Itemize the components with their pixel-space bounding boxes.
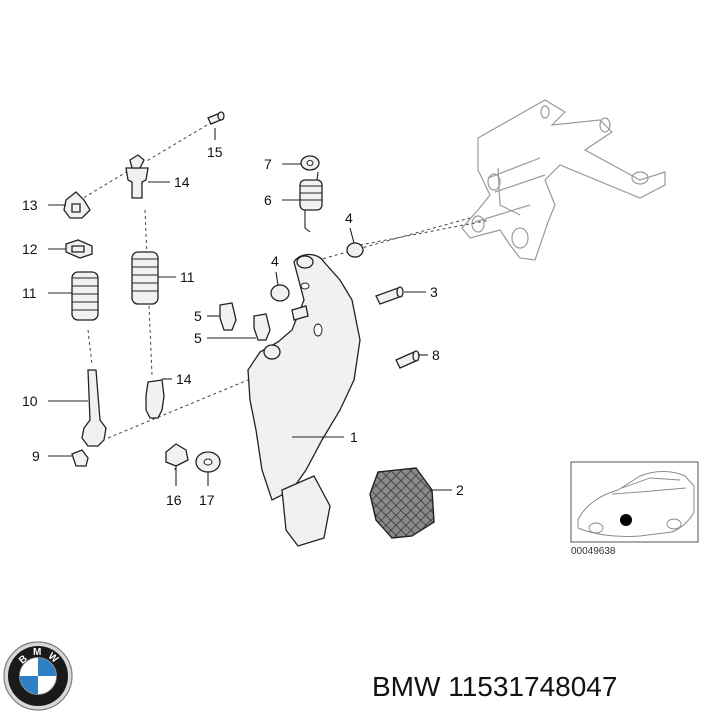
bmw-logo: B M W	[3, 641, 73, 711]
pedal-pad-part-2	[369, 467, 435, 539]
callout-5-upper: 5	[194, 308, 202, 324]
callout-12: 12	[22, 241, 38, 257]
clip-part-14-lower	[145, 379, 165, 419]
pedal-bracket-ghost	[461, 99, 666, 261]
spring-part-11-right	[131, 251, 159, 305]
callout-3: 3	[430, 284, 438, 300]
location-inset: 00049638	[570, 461, 699, 557]
pedal-location-marker	[620, 514, 632, 526]
pin-part-3	[375, 286, 404, 305]
car-outline	[577, 471, 695, 537]
retainer-part-16	[165, 443, 189, 467]
callout-5-lower: 5	[194, 330, 202, 346]
callout-labels: 15 14 13 12 11 11 10 9 7 6 4 4 3 5 5 8 1…	[22, 144, 464, 508]
callout-15: 15	[207, 144, 223, 160]
bushing-part-7	[300, 155, 320, 171]
callout-4-left: 4	[271, 253, 279, 269]
bushing-part-4-right	[346, 242, 364, 258]
clutch-pedal-part-1	[247, 253, 361, 547]
spring-part-11-left	[71, 271, 99, 321]
callout-10: 10	[22, 393, 38, 409]
logo-letter-m: M	[33, 647, 41, 658]
push-rod-part-10	[81, 369, 107, 447]
bushing-part-12	[65, 239, 93, 259]
callout-11-left: 11	[22, 285, 37, 301]
pin-part-8	[395, 350, 420, 369]
callout-14-lower: 14	[176, 371, 192, 387]
clip-part-13	[63, 191, 91, 219]
callout-6: 6	[264, 192, 272, 208]
callout-7: 7	[264, 156, 272, 172]
callout-4-right: 4	[345, 210, 353, 226]
callout-13: 13	[22, 197, 38, 213]
washer-part-17	[195, 451, 221, 473]
part-number: BMW 11531748047	[372, 671, 617, 702]
callout-9: 9	[32, 448, 40, 464]
callout-2: 2	[456, 482, 464, 498]
clip-part-9	[71, 449, 89, 467]
callout-16: 16	[166, 492, 182, 508]
callout-8: 8	[432, 347, 440, 363]
bracket-part-5	[219, 302, 271, 341]
leader-lines	[48, 128, 452, 491]
pin-part-15	[207, 111, 225, 125]
callout-14-upper: 14	[174, 174, 190, 190]
clip-part-14-upper	[125, 154, 149, 199]
callout-1: 1	[350, 429, 358, 445]
callout-17: 17	[199, 492, 215, 508]
return-spring-part-6	[299, 171, 323, 233]
catalog-number: 00049638	[571, 546, 616, 557]
callout-11-right: 11	[180, 269, 195, 285]
bushing-part-4-left	[270, 284, 290, 302]
